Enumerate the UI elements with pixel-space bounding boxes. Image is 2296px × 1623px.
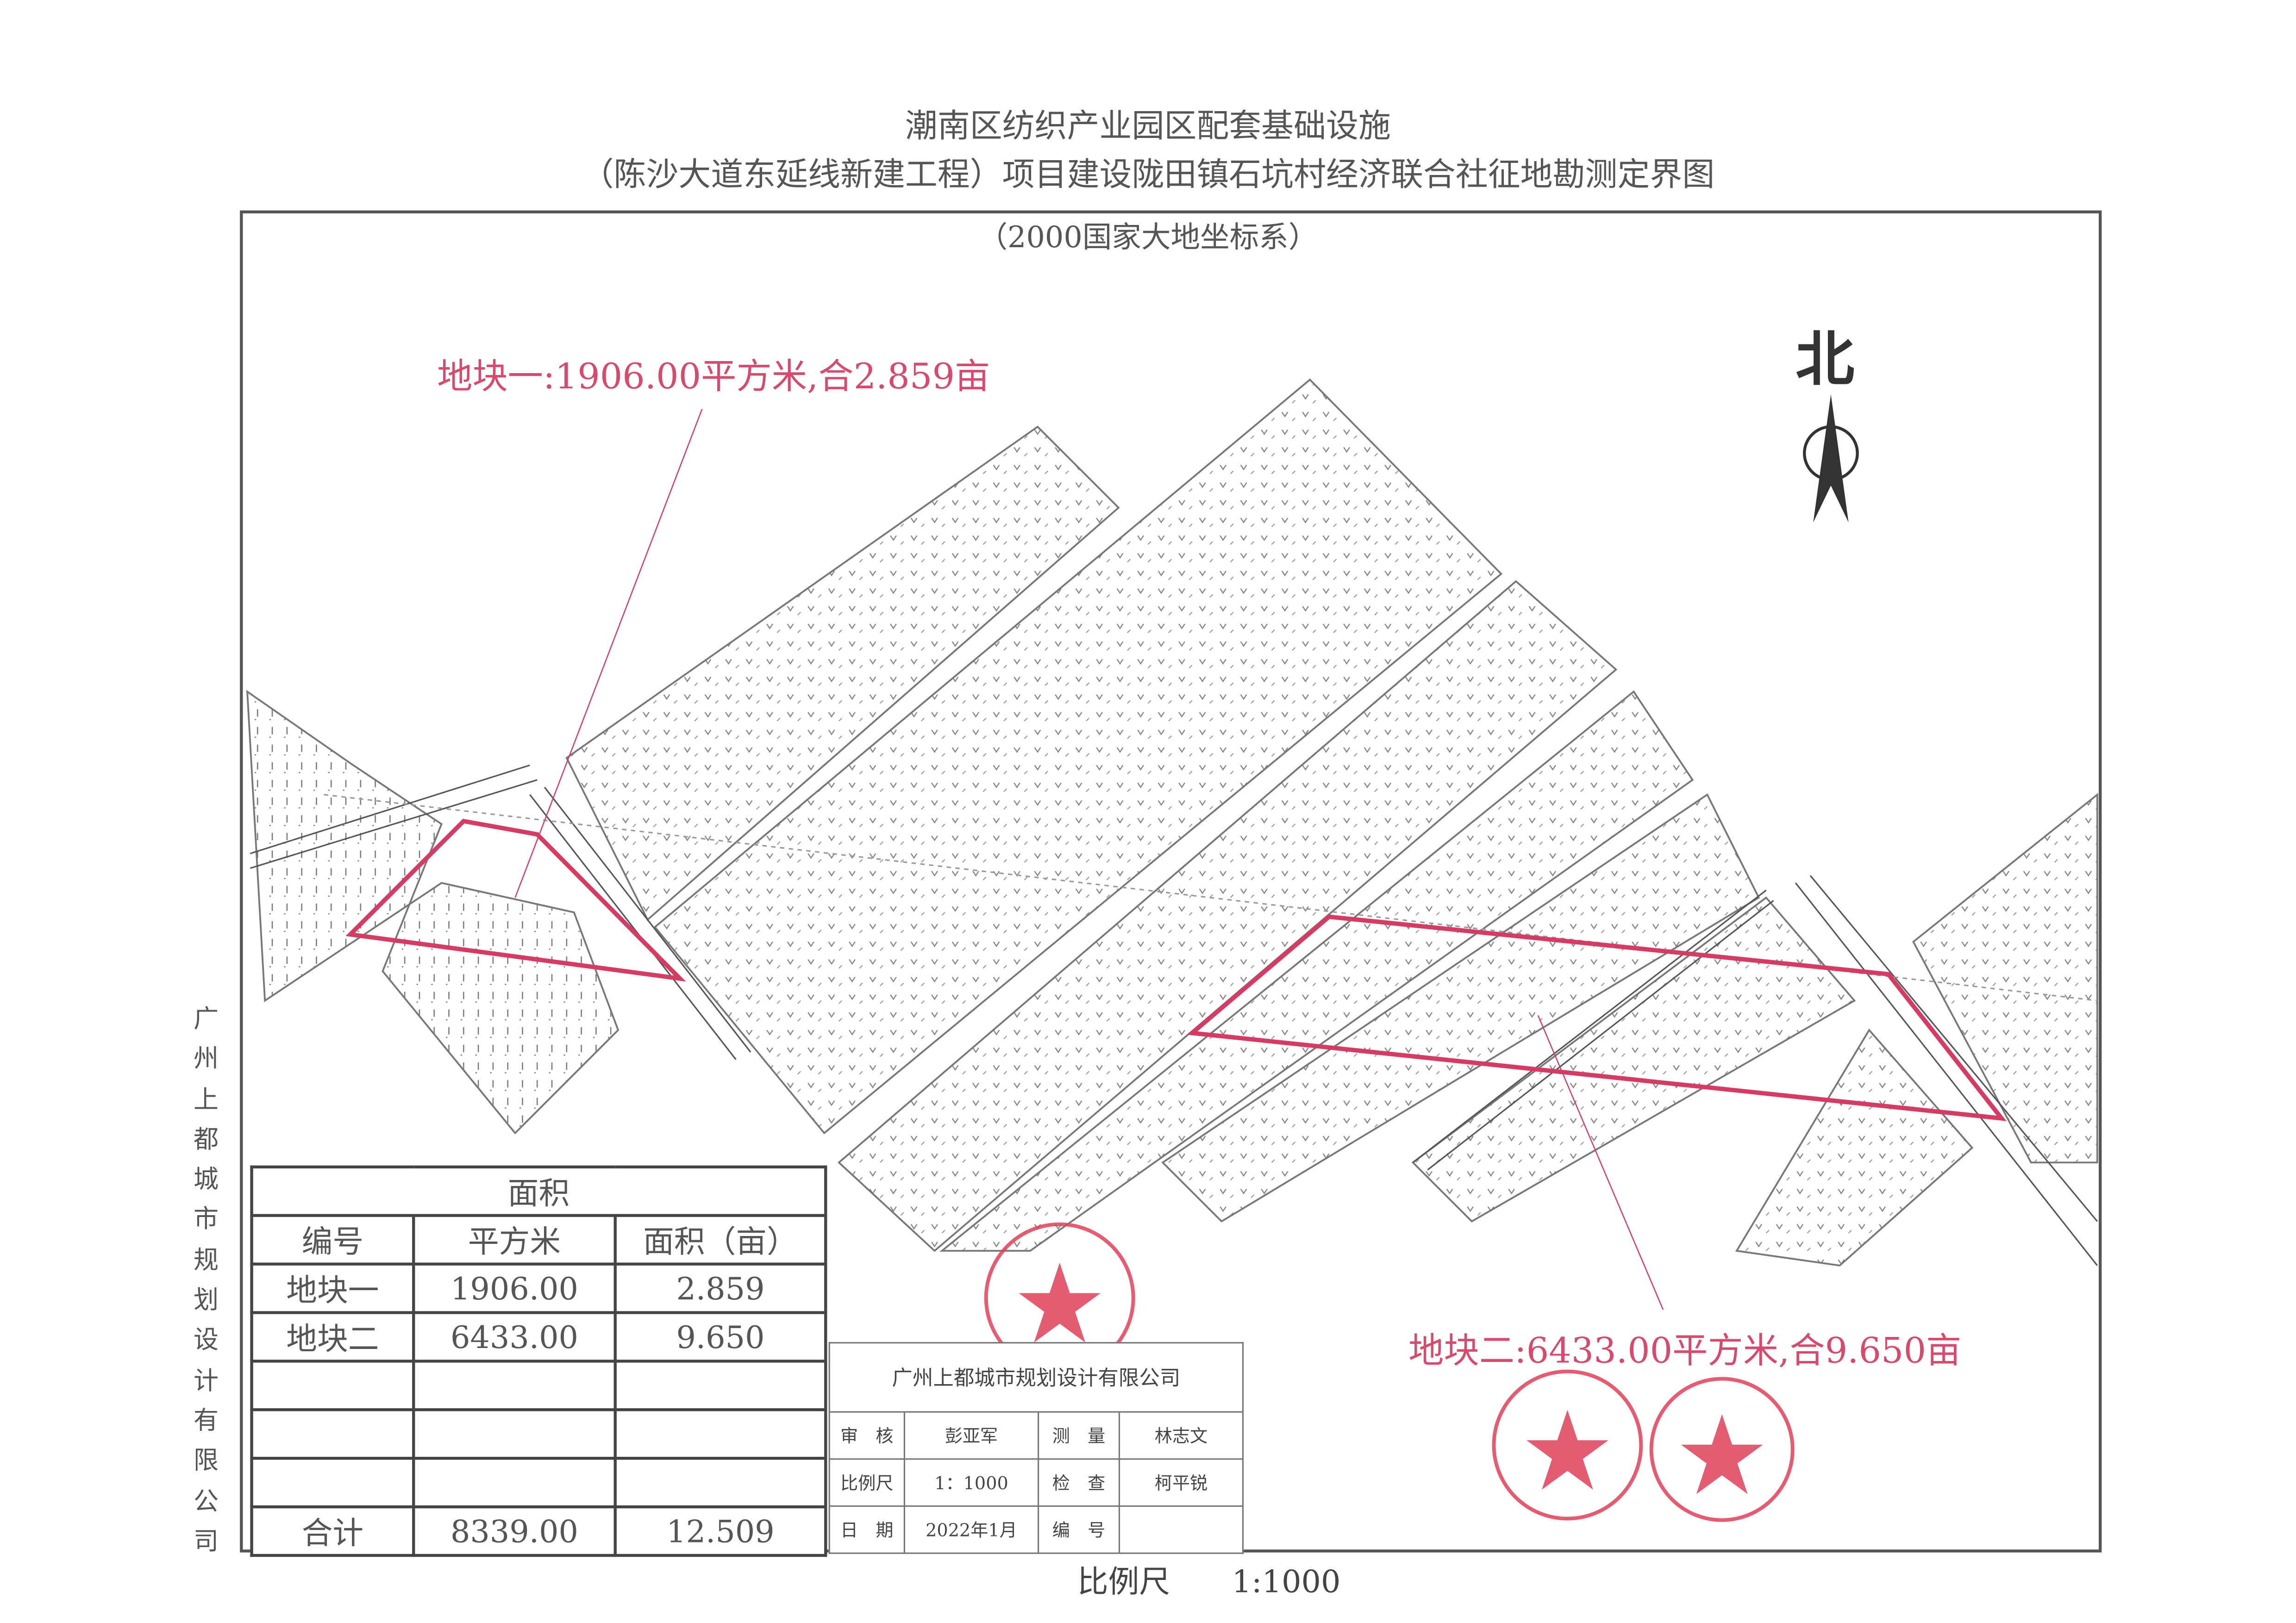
side-char: 规: [194, 1246, 219, 1276]
title-line-2: （陈沙大道东延线新建工程）项目建设陇田镇石坑村经济联合社征地勘测定界图: [581, 157, 1715, 194]
header-mu: 面积（亩）: [613, 1214, 827, 1266]
company-name: 广州上都城市规划设计有限公司: [828, 1342, 1244, 1413]
table-row: 审 核彭亚军测 量林志文: [828, 1411, 1244, 1460]
cell: 8339.00: [412, 1505, 617, 1557]
side-char: 划: [194, 1286, 219, 1316]
cell: 2022年1月: [903, 1505, 1039, 1554]
cell: 日 期: [828, 1505, 905, 1554]
cooperative-stamp-icon: [1649, 1377, 1795, 1522]
side-company-text: 广州上都城市规划设计有限公司: [191, 1001, 221, 1563]
header-id: 编号: [250, 1214, 415, 1266]
side-char: 上: [194, 1085, 219, 1115]
table-row: [250, 1360, 827, 1411]
side-char: 司: [194, 1527, 219, 1557]
side-char: 市: [194, 1205, 219, 1236]
cell: 2.859: [613, 1262, 827, 1314]
side-char: 设: [194, 1326, 219, 1356]
cell: 地块二: [250, 1311, 415, 1363]
cell: [412, 1408, 617, 1460]
side-char: 州: [194, 1045, 219, 1075]
cell: [412, 1360, 617, 1411]
cell: 1906.00: [412, 1262, 617, 1314]
table-row: [250, 1457, 827, 1509]
plot2-label: 地块二:6433.00平方米,合9.650亩: [1408, 1330, 1962, 1372]
cell: 地块一: [250, 1262, 415, 1314]
cell: [613, 1457, 827, 1509]
side-char: 都: [194, 1125, 219, 1155]
side-char: 限: [194, 1447, 219, 1477]
side-char: 公: [194, 1487, 219, 1517]
cell: 编 号: [1038, 1505, 1120, 1554]
title-line-1: 潮南区纺织产业园区配套基础设施: [905, 109, 1391, 146]
cell: [250, 1360, 415, 1411]
cell: 1：1000: [903, 1458, 1039, 1507]
cell: 审 核: [828, 1411, 905, 1460]
north-arrow-icon: [1803, 394, 1859, 523]
cell: 检 查: [1038, 1458, 1120, 1507]
cell: [613, 1360, 827, 1411]
area-caption: 面积: [250, 1165, 827, 1217]
village-stamp-icon: [1492, 1369, 1643, 1521]
cell: 12.509: [613, 1505, 827, 1557]
parcel: [565, 425, 1120, 921]
scale-text: 比例尺 1:1000: [1077, 1564, 1341, 1600]
cell: 9.650: [613, 1311, 827, 1363]
parcel: [1912, 793, 2098, 1164]
plot2-boundary: [1187, 914, 2007, 1121]
cell: 柯平锐: [1118, 1458, 1244, 1507]
side-char: 有: [194, 1406, 219, 1436]
table-row: [250, 1408, 827, 1460]
parcel: [246, 690, 619, 1135]
parcel: [1411, 896, 1856, 1223]
header-sqm: 平方米: [412, 1214, 617, 1266]
side-char: 城: [194, 1166, 219, 1195]
cell: 比例尺: [828, 1458, 905, 1507]
cell: 林志文: [1118, 1411, 1244, 1460]
parcel: [1161, 793, 1760, 1223]
parcels: [246, 378, 2098, 1267]
plot1-label: 地块一:1906.00平方米,合2.859亩: [437, 356, 990, 398]
cell: [250, 1408, 415, 1460]
cell: 彭亚军: [903, 1411, 1039, 1460]
boundary-lines: [345, 409, 2007, 1310]
cell: 合计: [250, 1505, 415, 1557]
coordinate-system: （2000国家大地坐标系）: [978, 219, 1318, 255]
side-char: 广: [194, 1005, 219, 1035]
side-char: 计: [194, 1367, 219, 1396]
cell: [613, 1408, 827, 1460]
cell: [1118, 1505, 1244, 1554]
cell: 测 量: [1038, 1411, 1120, 1460]
cell: 6433.00: [412, 1311, 617, 1363]
cell: [412, 1457, 617, 1509]
north-label: 北: [1796, 326, 1855, 394]
parcel: [838, 580, 1618, 1252]
parcel: [1735, 1028, 1974, 1267]
plot1-boundary: [345, 818, 686, 982]
parcel: [653, 378, 1503, 1135]
cell: [250, 1457, 415, 1509]
